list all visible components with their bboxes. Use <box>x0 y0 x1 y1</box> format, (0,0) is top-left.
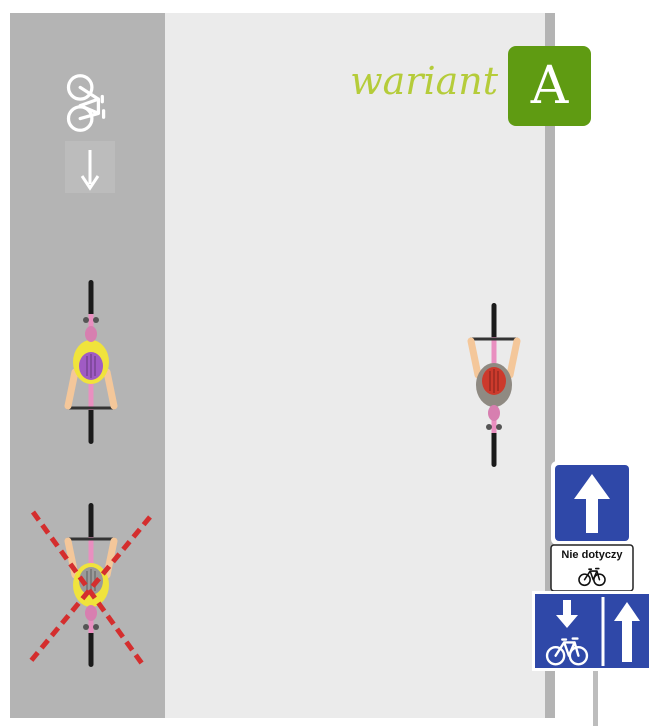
bicycle-pictogram-icon <box>66 74 106 132</box>
cyclist-road <box>471 303 517 467</box>
cyclist-lane-wrong <box>68 503 114 667</box>
one-way-arrow-up-sign <box>551 461 633 545</box>
arrow-down-icon <box>65 141 115 193</box>
sign-pole <box>593 668 598 726</box>
cyclist-lane-correct <box>68 280 114 444</box>
variant-badge: A <box>508 46 591 126</box>
variant-label: wariant <box>350 59 498 103</box>
right-curb <box>545 13 555 718</box>
roadway <box>165 13 545 718</box>
exception-plate-text: Nie dotyczy <box>561 549 623 561</box>
bicycle-contraflow-sign <box>532 591 652 671</box>
